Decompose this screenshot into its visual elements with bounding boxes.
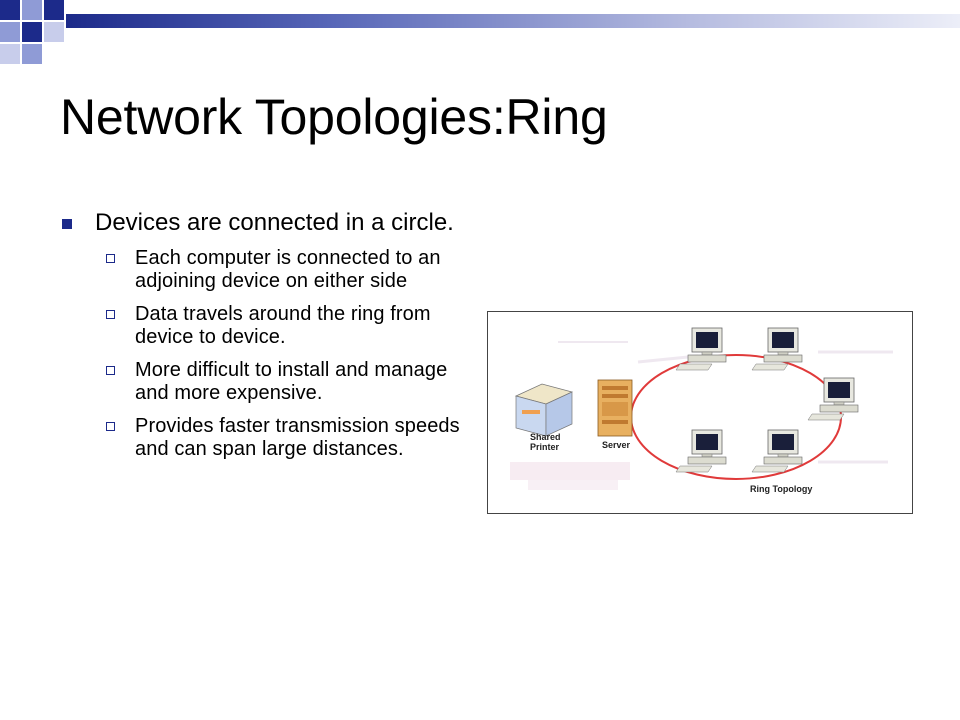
hollow-square-bullet-icon xyxy=(106,254,115,263)
printer-icon xyxy=(514,383,574,437)
sub-bullet: Each computer is connected to an adjoini… xyxy=(60,247,460,293)
server-icon xyxy=(597,379,633,437)
slide-title: Network Topologies:Ring xyxy=(60,89,608,145)
sub-bullet-text: More difficult to install and manage and… xyxy=(135,359,448,404)
main-bullet: Devices are connected in a circle. xyxy=(60,208,460,237)
sub-bullet-text: Data travels around the ring from device… xyxy=(135,303,431,348)
ring-connection xyxy=(630,354,842,480)
sub-bullet: More difficult to install and manage and… xyxy=(60,359,460,405)
diagram-caption: Ring Topology xyxy=(750,484,812,494)
background-washes xyxy=(510,341,893,490)
sub-bullet: Provides faster transmission speeds and … xyxy=(60,415,460,461)
computer-icon xyxy=(807,377,859,421)
server-label: Server xyxy=(602,440,631,450)
sub-bullet-list: Each computer is connected to an adjoini… xyxy=(60,247,460,461)
slide-content: Devices are connected in a circle. Each … xyxy=(60,208,460,471)
hollow-square-bullet-icon xyxy=(106,366,115,375)
square-bullet-icon xyxy=(62,219,72,229)
computer-icon xyxy=(751,429,803,473)
computer-icon xyxy=(675,429,727,473)
sub-bullet-text: Provides faster transmission speeds and … xyxy=(135,415,460,460)
sub-bullet: Data travels around the ring from device… xyxy=(60,303,460,349)
computer-icon xyxy=(751,327,803,371)
hollow-square-bullet-icon xyxy=(106,310,115,319)
sub-bullet-text: Each computer is connected to an adjoini… xyxy=(135,247,441,292)
main-bullet-text: Devices are connected in a circle. xyxy=(95,209,454,236)
hollow-square-bullet-icon xyxy=(106,422,115,431)
